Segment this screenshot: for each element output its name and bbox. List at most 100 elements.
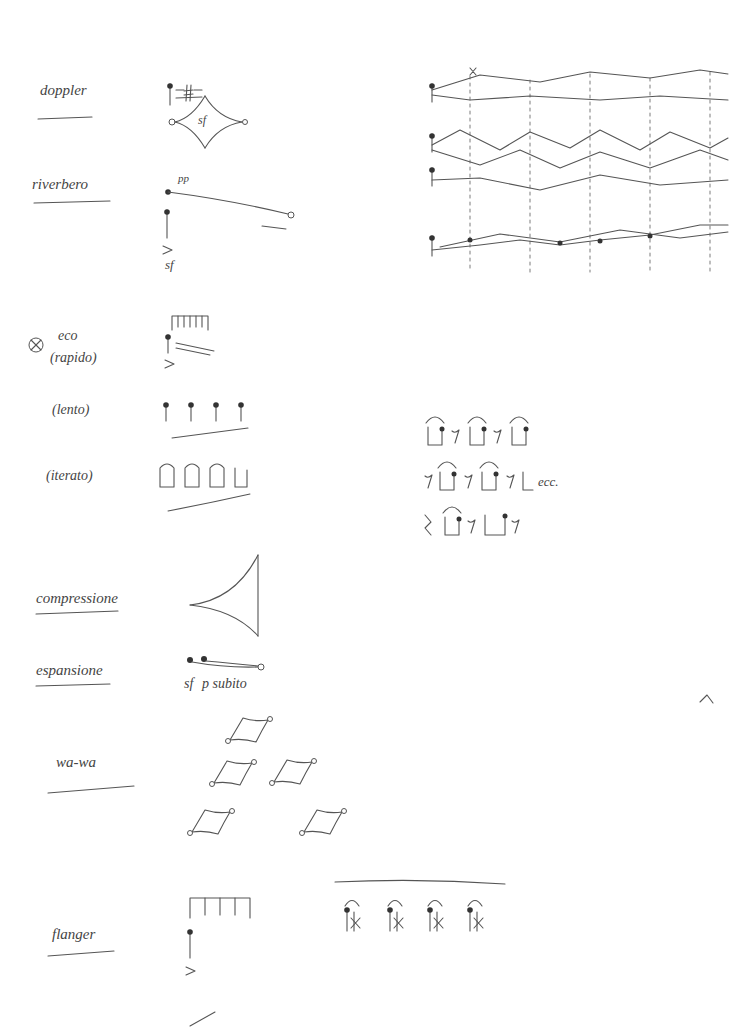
- doppler-symbol: [194, 89, 202, 90]
- wah-wah-shape: [300, 809, 347, 836]
- flanger-notes: [429, 910, 430, 931]
- layered-texture-grid: [432, 70, 728, 90]
- layered-texture-grid: [432, 150, 728, 168]
- flanger-notes: [394, 918, 403, 928]
- wah-wah-shape: [192, 810, 230, 834]
- flanger-notes: [427, 907, 433, 913]
- wah-wah-shape: [210, 760, 257, 787]
- flanger-notes: [468, 901, 482, 907]
- handwritten-label: ecc.: [538, 475, 559, 489]
- stray-marks: [190, 695, 713, 1026]
- handwritten-label: pp: [178, 172, 189, 184]
- handwritten-label: p subito: [202, 676, 247, 691]
- compression-shape: [257, 555, 258, 636]
- layered-texture-grid: [429, 167, 435, 173]
- handwritten-label: (rapido): [50, 350, 97, 365]
- flanger-notes: [388, 901, 402, 907]
- expansion-shape: [206, 661, 258, 666]
- reverb-symbol: [288, 212, 294, 218]
- handwritten-label: doppler: [40, 82, 87, 99]
- compression-shape: [190, 605, 258, 636]
- layered-texture-grid: [429, 133, 435, 139]
- echo-rhythm-rows: [438, 462, 456, 468]
- echo-fast-symbol: [165, 360, 174, 368]
- wah-wah-shape: [342, 809, 347, 814]
- flanger-notes: [428, 901, 442, 907]
- flanger-notes: [346, 910, 347, 931]
- wah-wah-shape: [226, 739, 231, 744]
- layered-texture-grid: [432, 95, 728, 100]
- expansion-shape: [187, 656, 264, 670]
- flanger-notes: [387, 901, 403, 932]
- flanger-symbol: [219, 898, 220, 915]
- flanger-notes: [469, 910, 470, 931]
- echo-fast-symbol: [183, 316, 184, 327]
- echo-rhythm-rows: [507, 475, 514, 488]
- handwritten-label: espansione: [36, 662, 103, 679]
- echo-fast-symbol: [201, 316, 202, 327]
- handwritten-label: flanger: [52, 926, 95, 943]
- wah-wah-shape: [188, 831, 193, 836]
- echo-rhythm-rows: [494, 472, 499, 477]
- echo-slow-symbol: [172, 428, 248, 438]
- echo-fast-symbol: [189, 316, 190, 327]
- handwritten-label: sf: [198, 114, 206, 127]
- layered-texture-grid: [429, 83, 435, 89]
- echo-rhythm-rows: [480, 462, 498, 468]
- name-underline: [36, 611, 118, 614]
- echo-fast-symbol: [195, 316, 196, 327]
- echo-rhythm-rows: [425, 475, 432, 488]
- handwritten-label: eco: [58, 328, 77, 343]
- echo-iterated-symbol: [160, 464, 174, 487]
- wah-wah-shape: [312, 759, 317, 764]
- echo-rhythm-rows: [494, 430, 501, 443]
- handwritten-label: compressione: [36, 590, 118, 607]
- handwritten-label: riverbero: [32, 176, 88, 193]
- echo-rhythm-rows: [440, 427, 445, 432]
- compression-shape: [190, 555, 258, 605]
- name-underline: [34, 117, 134, 956]
- crossed-circle-mark: [29, 338, 43, 352]
- echo-rhythm-rows: [457, 517, 462, 522]
- stray-marks: [700, 695, 713, 703]
- expansion-shape: [258, 664, 264, 670]
- flanger-notes: [427, 901, 443, 932]
- layered-texture-grid: [649, 78, 650, 272]
- flanger-notes: [467, 901, 483, 932]
- echo-rhythm-rows: [485, 515, 505, 535]
- flanger-notes: [344, 901, 360, 932]
- reverb-symbol: [163, 246, 172, 254]
- echo-rhythm-rows: [503, 514, 508, 519]
- echo-rhythm-rows: [426, 417, 444, 423]
- reverb-symbol: [164, 209, 170, 215]
- handwritten-label: (iterato): [46, 468, 93, 483]
- layered-texture-grid: [468, 238, 473, 243]
- echo-rhythm-rows: [510, 417, 528, 423]
- doppler-symbol: [167, 83, 202, 105]
- flanger-symbol: [190, 898, 250, 918]
- echo-rhythm-rows: [524, 427, 529, 432]
- echo-fast-symbol: [165, 316, 214, 368]
- wah-wah-shape: [270, 759, 317, 786]
- echo-rhythm-rows: [482, 427, 487, 432]
- reverb-symbol: [262, 226, 286, 229]
- wah-wah-shape: [304, 810, 342, 834]
- name-underline: [36, 684, 110, 686]
- flanger-symbol: [234, 898, 235, 915]
- name-underline: [38, 117, 92, 119]
- echo-rhythm-rows: [512, 520, 519, 533]
- echo-rhythm-rows: [468, 417, 486, 423]
- echo-slow-symbol: [238, 402, 244, 408]
- echo-iterated-symbol: [235, 468, 247, 487]
- wah-wah-shape: [214, 761, 252, 785]
- compression-shape: [190, 555, 258, 636]
- flanger-notes: [389, 910, 390, 931]
- stray-marks: [190, 1012, 215, 1026]
- expansion-shape: [192, 662, 258, 667]
- echo-fast-symbol: [165, 334, 171, 340]
- flanger-symbol: [186, 967, 195, 975]
- name-underline: [48, 786, 134, 793]
- echo-fast-symbol: [176, 348, 210, 355]
